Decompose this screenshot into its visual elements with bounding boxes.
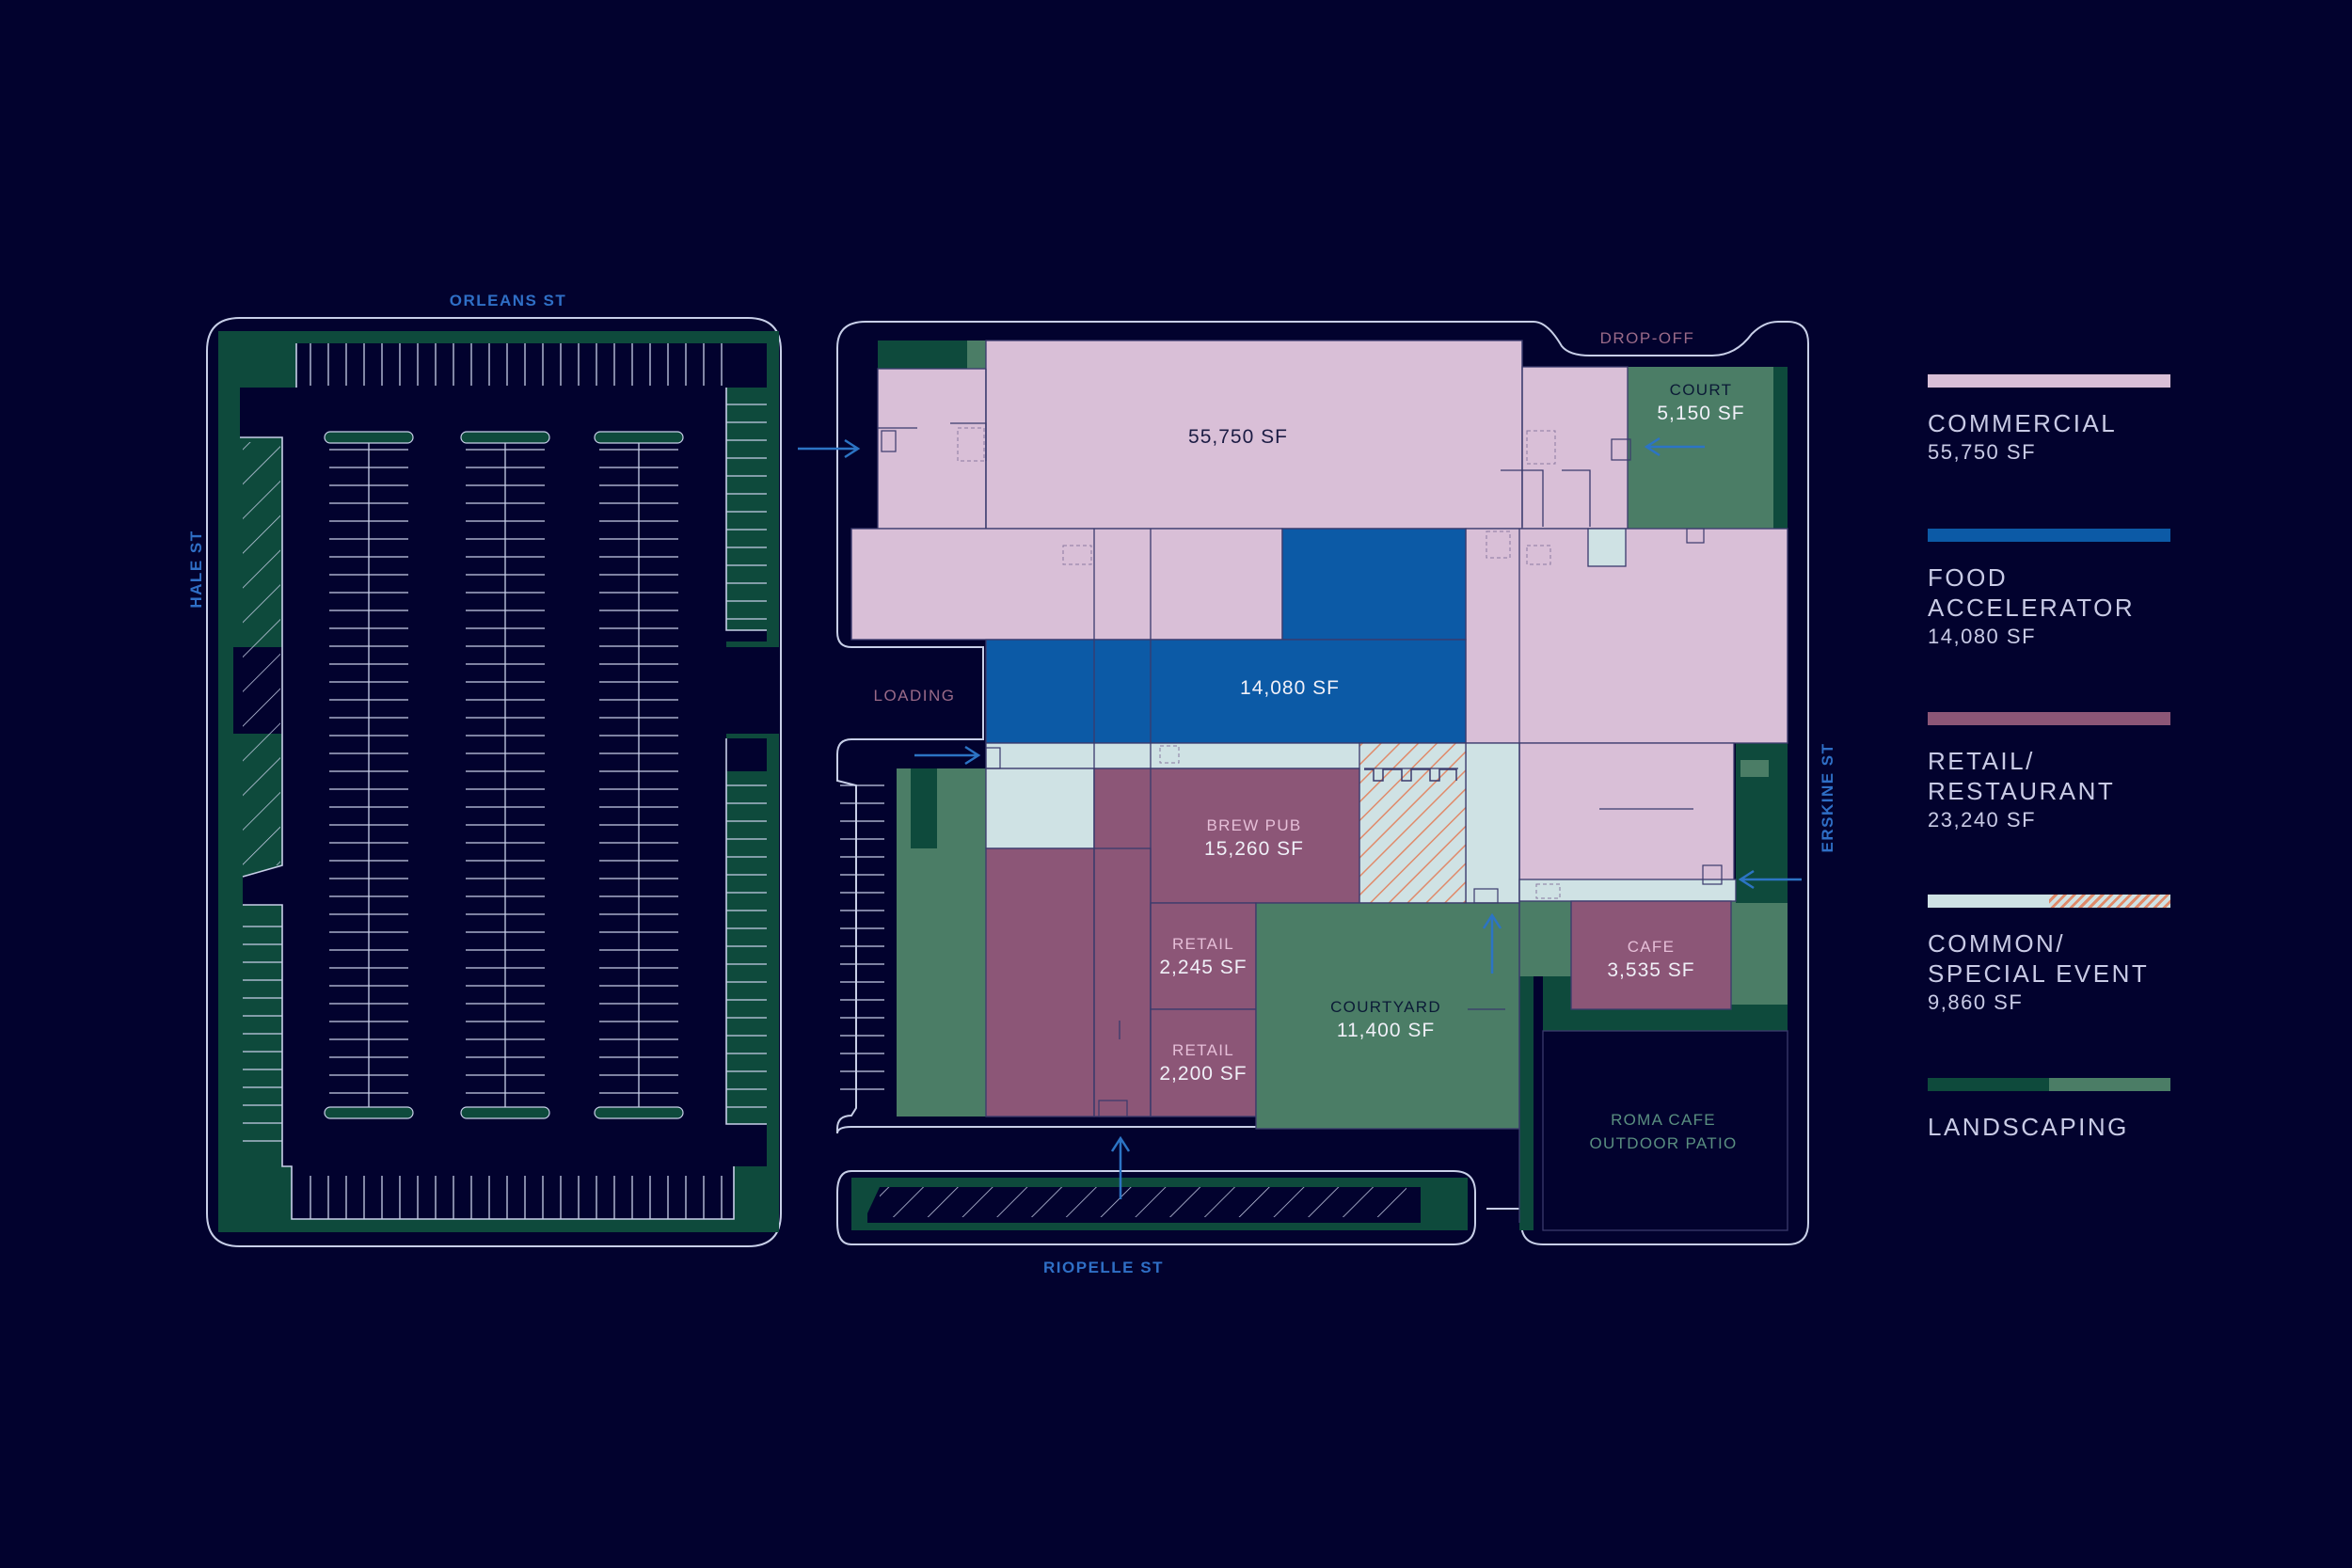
legend-commercial-area: 55,750 SF <box>1928 440 2037 464</box>
parking-island <box>594 431 684 444</box>
legend-retail-title: RETAIL/ RESTAURANT <box>1928 747 2116 805</box>
food-accelerator <box>985 528 1467 744</box>
legend-retail-swatch <box>1928 712 2170 725</box>
legend-common: COMMON/ SPECIAL EVENT 9,860 SF <box>1928 895 2170 1015</box>
legend-common-swatch <box>1928 895 2170 908</box>
street-label-east: ERSKINE ST <box>1819 742 1836 852</box>
legend-landscaping-title: LANDSCAPING <box>1928 1113 2129 1141</box>
brew-pub-area: 15,260 SF <box>1204 838 1304 860</box>
retail-b-area: 2,200 SF <box>1159 1063 1247 1085</box>
legend-landscaping-swatch <box>1928 1078 2170 1091</box>
roma-cafe-patio <box>1542 1030 1788 1231</box>
interior-walls <box>878 341 1693 1223</box>
restroom-fixtures <box>881 430 1723 1117</box>
south-parking-strip <box>836 1170 1476 1245</box>
parking-island <box>324 431 414 444</box>
commercial-spaces <box>850 340 1788 899</box>
patio-label-line1: ROMA CAFE <box>1611 1111 1716 1129</box>
retail-b-label: RETAIL <box>1172 1041 1234 1059</box>
parking-stalls <box>243 343 767 1219</box>
court-area-value: 5,150 SF <box>1657 403 1744 424</box>
legend-retail-area: 23,240 SF <box>1928 808 2037 832</box>
dropoff-label: DROP-OFF <box>1600 329 1695 347</box>
building-west-stalls <box>840 784 884 1090</box>
bar-counter <box>1364 768 1457 782</box>
striped-loading-zone <box>243 442 280 865</box>
legend-food-accelerator-swatch <box>1928 529 2170 542</box>
retail-a-area: 2,245 SF <box>1159 957 1247 978</box>
retail-a-label: RETAIL <box>1172 935 1234 953</box>
legend-common-title: COMMON/ SPECIAL EVENT <box>1928 929 2150 988</box>
court-label: COURT <box>1670 381 1733 399</box>
brew-pub-label: BREW PUB <box>1206 816 1301 834</box>
commercial-main-area: 55,750 SF <box>1188 426 1288 448</box>
food-accelerator-area: 14,080 SF <box>1240 677 1340 699</box>
parking-island <box>460 431 550 444</box>
cafe-label: CAFE <box>1628 938 1676 956</box>
courtyard-label: COURTYARD <box>1330 998 1441 1016</box>
legend-commercial-swatch <box>1928 374 2170 388</box>
courtyard-area <box>1255 902 1520 1130</box>
legend-landscaping: LANDSCAPING <box>1928 1078 2170 1142</box>
street-label-north: ORLEANS ST <box>450 292 567 309</box>
street-label-west: HALE ST <box>187 530 205 608</box>
legend-commercial-title: COMMERCIAL <box>1928 409 2118 437</box>
entry-arrows <box>798 436 1802 1199</box>
parking-island <box>324 1106 414 1119</box>
building-landscaping <box>878 341 1788 1230</box>
legend-food-accelerator-title: FOOD ACCELERATOR <box>1928 563 2136 622</box>
patio-label-line2: OUTDOOR PATIO <box>1590 1134 1738 1152</box>
dashed-fixtures <box>957 427 1561 899</box>
legend-food-accelerator: FOOD ACCELERATOR 14,080 SF <box>1928 529 2170 649</box>
loading-label: LOADING <box>873 687 955 705</box>
parking-island <box>594 1106 684 1119</box>
courtyard-area-value: 11,400 SF <box>1337 1020 1435 1041</box>
legend-commercial: COMMERCIAL 55,750 SF <box>1928 374 2170 465</box>
site-boundary <box>866 321 1809 1245</box>
parking-island <box>460 1106 550 1119</box>
cafe-area: 3,535 SF <box>1607 959 1694 981</box>
retail-spaces <box>985 768 1732 1117</box>
legend-retail: RETAIL/ RESTAURANT 23,240 SF <box>1928 712 2170 832</box>
west-parking-lot <box>206 317 782 1247</box>
legend-common-area: 9,860 SF <box>1928 990 2024 1014</box>
street-label-south: RIOPELLE ST <box>1043 1259 1164 1276</box>
legend-food-accelerator-area: 14,080 SF <box>1928 625 2037 648</box>
